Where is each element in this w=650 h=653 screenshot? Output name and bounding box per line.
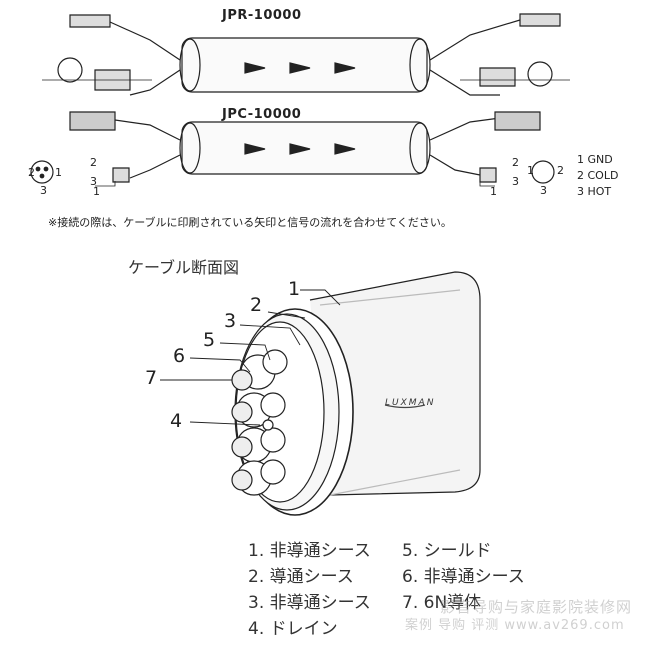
callout-1: 1 [288, 278, 301, 300]
section-title: ケーブル断面図 [128, 258, 240, 277]
callout-6: 6 [173, 345, 186, 367]
watermark-line-1: 影音导购与家庭影院装修网 [440, 598, 633, 616]
legend-item-5: 5. シールド [402, 541, 492, 561]
pin-legend-gnd: 1 GND [577, 153, 613, 166]
cable-brand-logo: LUXMAN [385, 398, 436, 408]
left-pin-2: 2 [28, 166, 35, 179]
callout-7: 7 [145, 367, 158, 389]
legend-column-1: 1. 非導通シース 2. 導通シース 3. 非導通シース 4. ドレイン [248, 538, 371, 642]
left-lead-1: 1 [93, 185, 100, 198]
legend-item-1: 1. 非導通シース [248, 541, 371, 561]
callout-2: 2 [250, 294, 263, 316]
right-pin-2: 2 [557, 164, 564, 177]
jpc-model-label: JPC-10000 [222, 107, 302, 122]
legend-item-2: 2. 導通シース [248, 567, 354, 587]
pin-legend-hot: 3 HOT [577, 185, 612, 198]
jpc-cable [30, 111, 555, 187]
left-pin-1: 1 [55, 166, 62, 179]
legend-column-2: 5. シールド 6. 非導通シース 7. 6N導体 [402, 538, 525, 616]
right-pin-3: 3 [540, 184, 547, 197]
watermark-line-2: 案例 导购 评测 www.av269.com [405, 618, 625, 633]
left-lead-3: 3 [90, 175, 97, 188]
legend-item-7: 7. 6N導体 [402, 593, 482, 613]
jpr-cable [42, 13, 570, 96]
pin-legend-cold: 2 COLD [577, 169, 619, 182]
pin-legend: 1 GND 2 COLD 3 HOT [577, 152, 618, 200]
connection-note: ※接続の際は、ケーブルに印刷されている矢印と信号の流れを合わせてください。 [48, 216, 452, 229]
jpr-model-label: JPR-10000 [222, 8, 302, 23]
right-pin-1: 1 [527, 164, 534, 177]
legend-item-4: 4. ドレイン [248, 619, 338, 639]
cross-section-drawing [160, 271, 481, 516]
right-lead-3: 3 [512, 175, 519, 188]
callout-4: 4 [170, 410, 183, 432]
callout-3: 3 [224, 310, 237, 332]
right-lead-1: 1 [490, 185, 497, 198]
legend-item-3: 3. 非導通シース [248, 593, 371, 613]
callout-5: 5 [203, 329, 216, 351]
left-lead-2: 2 [90, 156, 97, 169]
left-pin-3: 3 [40, 184, 47, 197]
legend-item-6: 6. 非導通シース [402, 567, 525, 587]
right-lead-2: 2 [512, 156, 519, 169]
